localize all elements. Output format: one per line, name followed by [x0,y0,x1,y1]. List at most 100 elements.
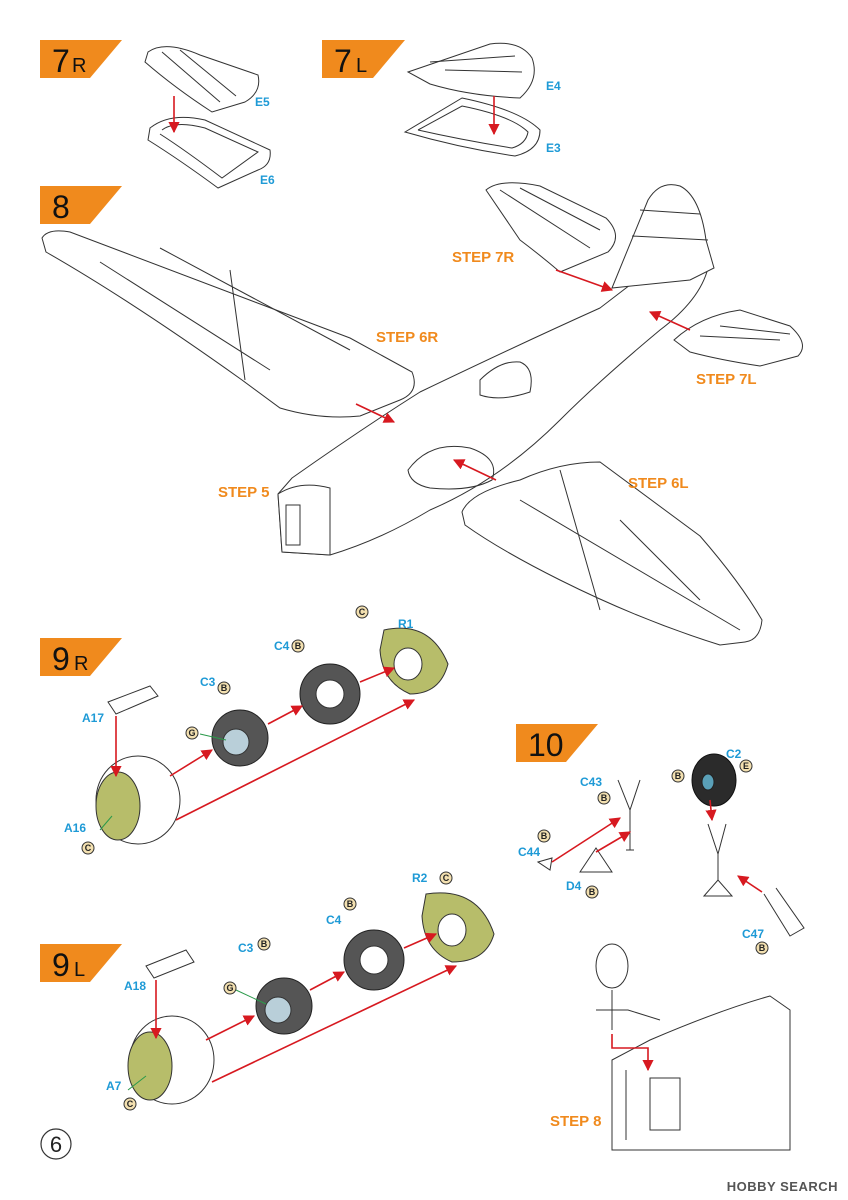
arrow-gear-install [611,1034,654,1072]
svg-text:C: C [127,1099,134,1109]
step-9r-side: R [74,653,88,675]
tail-fin-lines [631,209,709,241]
ref-step-6r: STEP 6R [376,329,438,346]
step-7l-number: 7 [334,43,352,79]
part-a16-shape [95,771,141,841]
part-c47-label: C47 [742,927,764,941]
part-r2-opening [437,913,467,947]
arrow-7r-to-fuselage [555,269,614,292]
stabilizer-right-upper [144,46,260,113]
leader-g-l [235,989,267,1005]
arrow-c47 [737,875,763,893]
step-10-number: 10 [528,727,564,763]
step-9l-side: L [74,959,85,981]
step-8-header: 8 [40,186,122,225]
page-number: 6 [40,1128,72,1160]
nose-hatch [285,504,301,546]
part-e6-label: E6 [260,173,275,187]
arrow-to-r2 [403,932,438,949]
stab-left-lines [699,325,791,341]
arrow-to-c3 [169,749,213,777]
svg-text:E: E [743,761,749,771]
part-c2-label: C2 [726,747,742,761]
leader-a7 [127,1075,147,1091]
svg-text:C: C [359,607,366,617]
svg-text:B: B [261,939,268,949]
part-c47-shape [763,887,805,937]
ref-step-8: STEP 8 [550,1113,601,1130]
part-a17-label: A17 [82,711,104,725]
svg-text:B: B [221,683,228,693]
left-wing [461,461,763,646]
stab-right-lines [499,187,601,249]
engine-c3-l-hub [264,996,292,1024]
fuselage [277,260,709,556]
nacelle-bay [625,1070,681,1140]
paint-badges-10: B E B B B B [537,759,769,955]
horizontal-stabilizer-right [485,182,616,273]
installed-strut [596,990,661,1030]
arrow-7l-to-fuselage [648,311,691,331]
step-7l-side: L [356,55,367,77]
left-wing-panels [519,469,741,631]
tail-fin [611,184,715,289]
step-7r-header: 7 R [40,40,122,79]
part-c43-label: C43 [580,775,602,789]
wheel-hub [701,773,715,791]
ref-step-7l: STEP 7L [696,371,757,388]
canopy [479,361,532,399]
installed-wheel [595,943,629,989]
part-e3-label: E3 [546,141,561,155]
part-e3-inner [417,105,529,149]
part-c44-shape [536,857,553,871]
arrow-6l-to-fuselage [452,459,497,481]
step-9l-diagram [127,892,495,1105]
part-e5-label: E5 [255,95,270,109]
nacelle-section [611,995,791,1151]
paint-badges-9r: C B B G C [81,605,369,855]
arrow-to-c4 [267,705,303,725]
svg-text:B: B [541,831,548,841]
stabilizer-left-lines [429,55,523,73]
step-10-diagram [536,753,805,1151]
part-c4-label-9r: C4 [274,639,290,653]
step-10-header: 10 [516,724,598,763]
svg-text:B: B [759,943,766,953]
svg-text:C: C [443,873,450,883]
part-a18-shape [145,949,195,979]
ref-step-6l: STEP 6L [628,475,689,492]
svg-text:G: G [226,983,233,993]
svg-text:B: B [589,887,596,897]
step-7l-diagram: E4 E3 [403,42,561,157]
svg-text:B: B [675,771,682,781]
part-d4-label: D4 [566,879,582,893]
arrow-d4 [595,831,631,853]
watermark: HOBBY SEARCH [726,1179,838,1194]
step-8-aircraft [41,182,803,646]
right-wing [41,230,415,418]
paint-badges-9l: C B B G C [123,871,453,1111]
svg-text:B: B [295,641,302,651]
part-e3-shape [403,97,541,157]
step-7r-number: 7 [52,43,70,79]
step-8-number: 8 [52,189,70,225]
part-c3-label-9r: C3 [200,675,216,689]
svg-text:B: B [347,899,354,909]
ref-step-5: STEP 5 [218,484,269,501]
step-7l-header: 7 L [322,40,405,79]
part-a16-label: A16 [64,821,86,835]
leader-g [199,733,227,741]
part-r1-label: R1 [398,617,414,631]
fuselage-nose [277,484,331,556]
step-9l-number: 9 [52,947,70,983]
part-a17-shape [107,685,159,715]
step-9l-header: 9 L [40,944,122,983]
right-wing-panels [99,247,351,381]
part-c4-label-9l: C4 [326,913,342,927]
svg-text:C: C [85,843,92,853]
part-a7-shape [127,1031,173,1101]
engine-c4-hub [315,679,345,709]
step-7r-diagram: E5 E6 [144,46,275,189]
arrow-6r-to-fuselage [355,403,396,423]
